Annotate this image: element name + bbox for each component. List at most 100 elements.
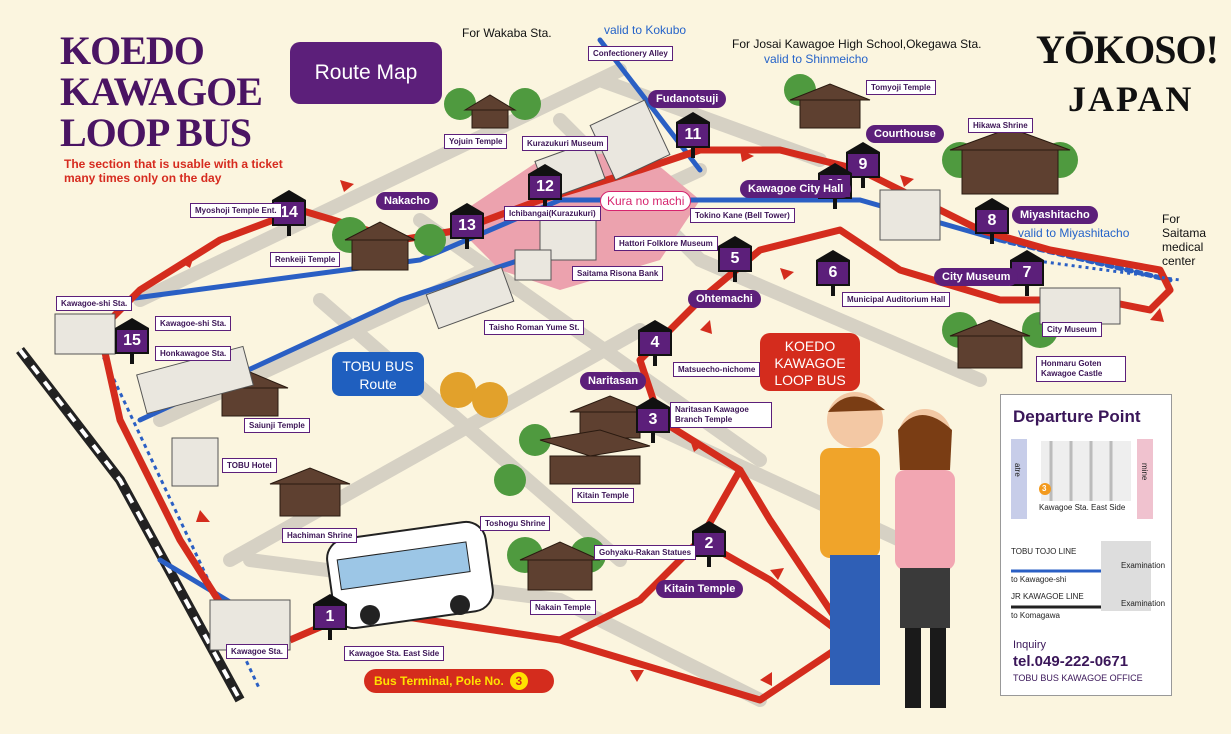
bus-stop-sign-icon[interactable]: 9	[846, 142, 880, 188]
stop-name-11: Fudanotsuji	[648, 90, 727, 108]
atre-label: atre	[1013, 463, 1022, 477]
stop-name-4: Matsuecho-nichome	[673, 362, 761, 377]
bus-stop-sign-icon[interactable]: 8	[975, 198, 1009, 244]
valid-kokubo-note: valid to Kokubo	[604, 23, 687, 37]
landmark-toshogu-shrine: Toshogu Shrine	[480, 516, 551, 531]
bus-stop-sign-icon[interactable]: 12	[528, 164, 562, 210]
for-wakaba-note: For Wakaba Sta.	[462, 26, 552, 40]
stop-name-7: City Museum	[934, 268, 1019, 286]
stop-number-1: 1	[313, 604, 347, 630]
landmark-hikawa-shrine: Hikawa Shrine	[968, 118, 1033, 133]
inquiry-phone[interactable]: tel.049-222-0671	[1013, 653, 1129, 670]
yokoso-japan-logo: YŌKOSO! JAPAN	[1028, 20, 1219, 140]
tojo-line-label: TOBU TOJO LINE	[1011, 547, 1077, 556]
inquiry-office: TOBU BUS KAWAGOE OFFICE	[1013, 673, 1143, 683]
landmark-yojuin-temple: Yojuin Temple	[444, 134, 508, 149]
stop-number-6: 6	[816, 260, 850, 286]
stop-number-11: 11	[676, 122, 710, 148]
tobu-line-1: TOBU BUS	[342, 358, 414, 374]
examination-label-2: Examination	[1121, 599, 1166, 608]
loop-line-1: KOEDO	[784, 338, 836, 354]
examination-label-1: Examination	[1121, 561, 1166, 570]
bus-terminal-label: Bus Terminal, Pole No. 3	[364, 669, 554, 693]
landmark-honmaru-goten: Honmaru Goten Kawagoe Castle	[1036, 356, 1126, 382]
stop-name-8: Miyashitacho	[1012, 206, 1098, 224]
landmark-renkeiji-temple: Renkeiji Temple	[270, 252, 341, 267]
mine-label: mine	[1140, 463, 1149, 481]
stop-name-13: Nakacho	[376, 192, 438, 210]
departure-heading: Departure Point	[1013, 407, 1141, 426]
stop-name-1: Kawagoe Sta. East Side	[344, 646, 445, 661]
direction-arrow-icon	[180, 150, 1164, 686]
inquiry-label: Inquiry	[1013, 639, 1047, 651]
departure-mini-map	[1011, 439, 1153, 611]
to-kawagoeshi-label: to Kawagoe-shi	[1011, 575, 1067, 584]
stop-name-3: Naritasan	[580, 372, 647, 390]
landmark-gohyaku-rakan: Gohyaku-Rakan Statues	[594, 545, 697, 560]
landmark-kawagoeshi-sta: Kawagoe-shi Sta.	[56, 296, 133, 311]
route-map-label: Route Map	[290, 42, 442, 104]
bus-stop-sign-icon[interactable]: 4	[638, 320, 672, 366]
landmark-saiunji-temple: Saiunji Temple	[244, 418, 310, 433]
departure-east-side: Kawagoe Sta. East Side	[1039, 503, 1126, 512]
tobu-line-2: Route	[359, 376, 397, 392]
stop-name-12: Ichibangai(Kurazukuri)	[504, 206, 601, 221]
stop-number-9: 9	[846, 152, 880, 178]
bus-stop-sign-icon[interactable]: 3	[636, 397, 670, 443]
kura-no-machi-label: Kura no machi	[600, 191, 692, 211]
logo-line-1: YŌKOSO!	[1036, 27, 1219, 72]
stop-name-15: Kawagoe-shi Sta.	[155, 316, 232, 331]
valid-miyashitacho-note: valid to Miyashitacho	[1018, 226, 1130, 240]
stop-number-5: 5	[718, 246, 752, 272]
loop-bus-badge: KOEDO KAWAGOE LOOP BUS	[760, 333, 860, 391]
bus-stop-sign-icon[interactable]: 15	[115, 318, 149, 364]
bus-stop-sign-icon[interactable]: 6	[816, 250, 850, 296]
map-title: KOEDO KAWAGOE LOOP BUS	[60, 28, 263, 155]
jr-line-label: JR KAWAGOE LINE	[1011, 592, 1084, 601]
title-line-1: KOEDO	[60, 28, 205, 73]
for-saitama-note: For Saitama medical center	[1162, 212, 1207, 268]
bus-stop-sign-icon[interactable]: 2	[692, 521, 726, 567]
stop-name-10: Kawagoe City Hall	[740, 180, 852, 198]
bus-stop-sign-icon[interactable]: 11	[676, 112, 710, 158]
landmark-taisho-roman: Taisho Roman Yume St.	[484, 320, 585, 335]
landmark-risona-bank: Saitama Risona Bank	[572, 266, 664, 281]
tourist-couple-illustration	[820, 392, 955, 708]
stop-number-2: 2	[692, 531, 726, 557]
logo-line-2: JAPAN	[1068, 79, 1194, 119]
landmark-confectionery-alley: Confectionery Alley	[588, 46, 673, 61]
landmark-tomyoji-temple: Tomyoji Temple	[866, 80, 936, 95]
bus-stop-sign-icon[interactable]: 13	[450, 203, 484, 249]
departure-point-panel: Departure Point atre mine 3 Kawagoe Sta.…	[1000, 394, 1172, 696]
stop-name-2: Kitain Temple	[656, 580, 744, 598]
stop-name-5: Ohtemachi	[688, 290, 761, 308]
title-line-3: LOOP BUS	[60, 110, 252, 155]
landmark-hachiman-shrine: Hachiman Shrine	[282, 528, 358, 543]
title-line-2: KAWAGOE	[60, 69, 263, 114]
stop-number-8: 8	[975, 208, 1009, 234]
for-josai-note: For Josai Kawagoe High School,Okegawa St…	[732, 37, 982, 51]
landmark-honkawagoe-sta: Honkawagoe Sta.	[155, 346, 232, 361]
stop-number-15: 15	[115, 328, 149, 354]
landmark-kurazukuri-museum: Kurazukuri Museum	[522, 136, 609, 151]
landmark-kitain-temple: Kitain Temple	[572, 488, 634, 503]
ticket-note: The section that is usable with a ticket…	[64, 157, 283, 185]
stop-name-6: Municipal Auditorium Hall	[842, 292, 951, 307]
landmark-nakain-temple: Nakain Temple	[530, 600, 596, 615]
terminal-text: Bus Terminal, Pole No.	[374, 674, 504, 688]
stop-number-13: 13	[450, 213, 484, 239]
landmark-hattori-museum: Hattori Folklore Museum	[614, 236, 718, 251]
stop-number-12: 12	[528, 174, 562, 200]
stop-number-3: 3	[636, 407, 670, 433]
terminal-pole-number: 3	[509, 672, 528, 690]
bus-stop-sign-icon[interactable]: 5	[718, 236, 752, 282]
bus-icon	[326, 520, 494, 630]
valid-shinmeicho-note: valid to Shinmeicho	[764, 52, 869, 66]
landmark-tobu-hotel: TOBU Hotel	[222, 458, 277, 473]
landmark-kawagoe-sta: Kawagoe Sta.	[226, 644, 289, 659]
departure-pole: 3	[1042, 484, 1047, 493]
bus-stop-sign-icon[interactable]: 1	[313, 594, 347, 640]
tobu-bus-route-badge: TOBU BUS Route	[332, 352, 424, 396]
stop-name-9: Courthouse	[866, 125, 944, 143]
